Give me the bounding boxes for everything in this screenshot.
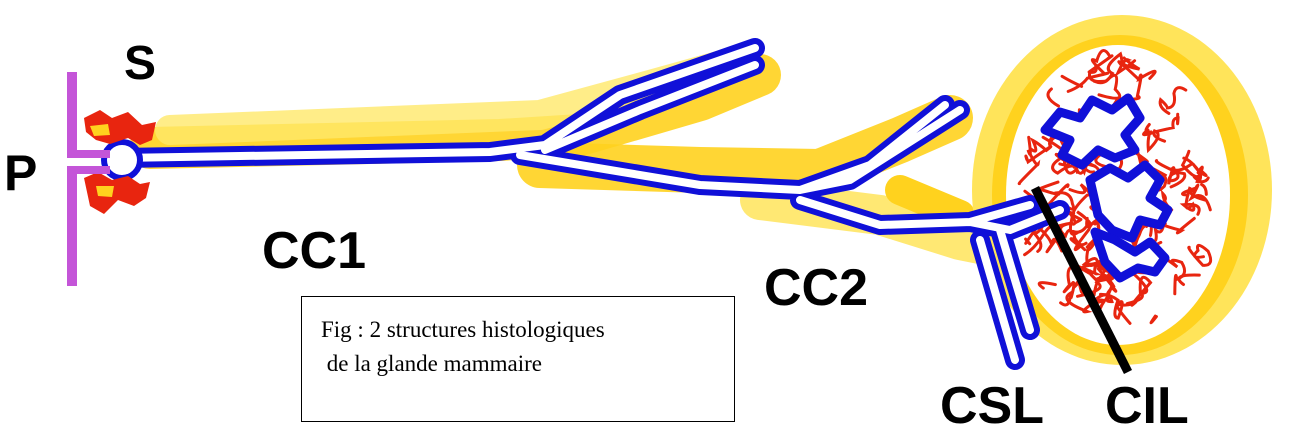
label-csl: CSL: [940, 380, 1044, 432]
caption-box: Fig : 2 structures histologiques de la g…: [301, 296, 735, 422]
label-cil: CIL: [1105, 380, 1189, 432]
label-cc2: CC2: [764, 262, 868, 314]
caption-line-1: Fig : 2 structures histologiques: [321, 318, 605, 341]
label-cc1: CC1: [262, 225, 366, 277]
label-s: S: [124, 40, 156, 88]
label-p: P: [4, 148, 37, 198]
caption-line-2: de la glande mammaire: [321, 352, 542, 375]
